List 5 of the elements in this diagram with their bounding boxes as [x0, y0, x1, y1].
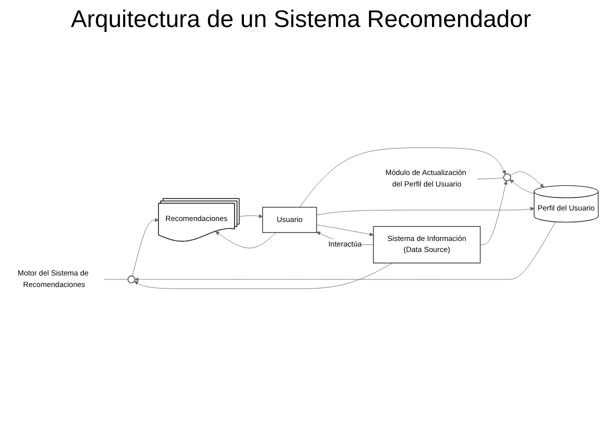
- diagram-title: Arquitectura de un Sistema Recomendador: [70, 5, 532, 35]
- node-circle: [128, 276, 136, 284]
- connector: [104, 279, 128, 280]
- node-circle: [503, 174, 512, 182]
- connector: [476, 178, 504, 180]
